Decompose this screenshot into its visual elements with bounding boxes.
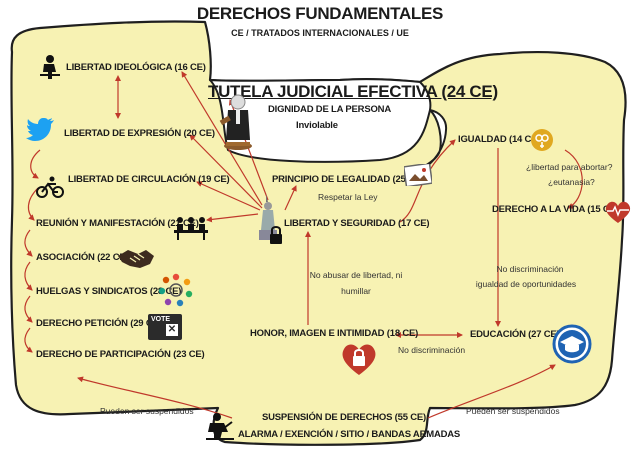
arrow-to-legalidad <box>284 185 297 211</box>
node-reunion: REUNIÓN Y MANIFESTACIÓN (21 CE) <box>36 218 199 229</box>
image-frame-icon <box>404 164 432 186</box>
arrow-huelgas-peticion <box>24 295 33 323</box>
suspension-title: SUSPENSIÓN DE DERECHOS (55 CE): <box>262 412 429 423</box>
node-igualdad: IGUALDAD (14 CE) <box>458 134 541 145</box>
arrow-abortar-vida <box>564 149 583 209</box>
arrow-to-circulacion <box>196 181 261 211</box>
vote-box-icon: VOTE ✕ <box>148 314 182 340</box>
vote-text: VOTE <box>151 316 171 323</box>
heart-lock-icon <box>342 344 376 375</box>
arrow-circulacion-reunion <box>27 187 39 221</box>
arrow-expresion-circulacion <box>30 149 41 179</box>
bicycle-icon <box>36 176 64 198</box>
arrow-suspension-right <box>427 364 556 419</box>
people-circle-icon <box>158 273 193 307</box>
arrow-peticion-participacion <box>24 327 33 353</box>
abusar-label-2: humillar <box>341 286 371 296</box>
vote-check-mark: ✕ <box>166 324 178 336</box>
suspension-list: ALARMA / EXENCIÓN / SITIO / BANDAS ARMAD… <box>238 429 461 440</box>
node-educacion: EDUCACIÓN (27 CE) <box>470 329 560 340</box>
suspendidos-right: Pueden ser suspendidos <box>466 406 560 416</box>
arrow-reunion-asociacion <box>24 229 33 257</box>
arrows <box>24 71 583 419</box>
graduation-cap-icon <box>552 324 592 364</box>
dignity-label: DIGNIDAD DE LA PERSONA <box>268 104 391 115</box>
node-honor: HONOR, IMAGEN E INTIMIDAD (18 CE) <box>250 328 419 339</box>
heart-pulse-icon <box>605 201 631 223</box>
twitter-bird-icon <box>26 118 54 141</box>
meeting-table-icon <box>174 217 208 240</box>
main-title: DERECHOS FUNDAMENTALES <box>196 4 444 23</box>
arrow-to-reunion <box>206 213 259 223</box>
node-huelgas: HUELGAS Y SINDICATOS (28 CE) <box>36 286 182 297</box>
node-seguridad: LIBERTAD Y SEGURIDAD (17 CE) <box>284 218 430 229</box>
tutela-title: TUTELA JUDICIAL EFECTIVA (24 CE) <box>208 82 498 101</box>
node-expresion: LIBERTAD DE EXPRESIÓN (20 CE) <box>64 128 215 139</box>
inviolable-label: Inviolable <box>296 120 338 131</box>
thinking-person-icon <box>40 55 60 79</box>
arrow-to-expresion <box>189 134 263 209</box>
arrow-suspension-left <box>77 376 233 419</box>
no-discriminacion-right: No discriminación <box>496 264 564 274</box>
no-discriminacion-bottom: No discriminación <box>398 345 466 355</box>
igualdad-oportunidades-label: igualdad de oportunidades <box>475 279 577 289</box>
respetar-label: Respetar la Ley <box>318 192 378 202</box>
node-ideologica: LIBERTAD IDEOLÓGICA (16 CE) <box>66 62 206 73</box>
node-peticion: DERECHO PETICIÓN (29 CE) <box>36 318 162 329</box>
suspendidos-left: Pueden ser suspendidos <box>100 406 194 416</box>
arrow-asociacion-huelgas <box>24 261 33 291</box>
abusar-label-1: No abusar de libertad, ni <box>309 270 403 280</box>
main-subtitle: CE / TRATADOS INTERNACIONALES / UE <box>231 28 409 38</box>
eutanasia-label: ¿eutanasia? <box>548 177 595 187</box>
arrow-to-igualdad <box>399 139 456 223</box>
node-asociacion: ASOCIACIÓN (22 CE) <box>36 252 129 263</box>
node-vida: DERECHO A LA VIDA (15 CE) <box>492 204 619 215</box>
judge-icon <box>219 94 252 150</box>
abortar-label: ¿libertad para abortar? <box>526 162 613 172</box>
writing-person-icon <box>206 413 234 440</box>
node-circulacion: LIBERTAD DE CIRCULACIÓN (19 CE) <box>68 174 230 185</box>
node-participacion: DERECHO DE PARTICIPACIÓN (23 CE) <box>36 349 205 360</box>
equality-icon <box>531 129 553 151</box>
liberty-statue-icon <box>259 194 282 244</box>
handshake-icon <box>118 250 154 268</box>
node-legalidad: PRINCIPIO DE LEGALIDAD (25 CE) <box>272 174 424 185</box>
arrow-to-ideologica <box>181 71 263 206</box>
